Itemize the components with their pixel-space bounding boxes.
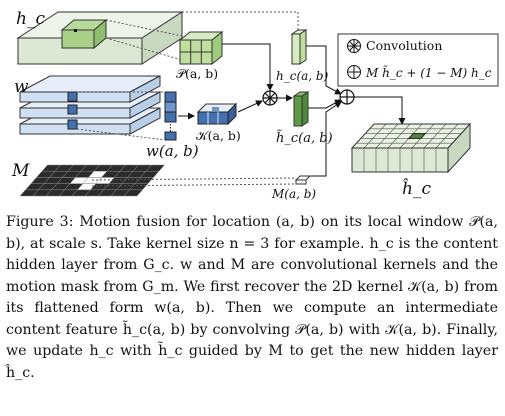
w-projection-lines	[76, 91, 166, 141]
updated-cell	[407, 133, 427, 139]
hc-hat-volume	[350, 122, 472, 174]
output-grid-line	[435, 123, 459, 149]
convolution-operator	[262, 90, 278, 106]
p-ab-label: 𝒫(a, b)	[176, 66, 218, 81]
hc-volume	[16, 11, 184, 65]
k-kernel	[196, 102, 238, 126]
legend-convolution: Convolution	[366, 38, 442, 53]
k-to-conv-arrow	[237, 100, 263, 113]
update-operator	[339, 89, 355, 105]
hc-to-plus-arrow	[306, 45, 342, 95]
output-grid-line	[363, 123, 387, 149]
p-window-tensor	[178, 30, 224, 66]
plus-to-output-arrow	[354, 96, 406, 125]
legend-update: M h̃_c + (1 − M) h_c	[365, 64, 492, 80]
w-ab-label: w(a, b)	[146, 142, 199, 160]
projection-lines	[105, 11, 299, 61]
w-label: w	[14, 77, 29, 97]
w-kernel-stack	[19, 75, 161, 135]
p-to-conv-arrow	[222, 43, 274, 91]
legend	[337, 33, 499, 87]
hc-hat-label: ĥ_c	[402, 178, 431, 199]
m-to-plus-arrow	[310, 101, 342, 177]
output-grid-line	[375, 123, 399, 149]
hc-tilde-to-plus-arrow	[308, 99, 342, 109]
mask-cell	[145, 164, 166, 172]
m-label: M	[11, 161, 30, 181]
hc-tilde-ab-column	[292, 91, 310, 127]
k-ab-label: 𝒦(a, b)	[196, 128, 241, 143]
output-grid-line	[423, 123, 447, 149]
output-grid-line	[387, 123, 411, 149]
hc-tilde-ab-label: h̃_c(a, b)	[276, 129, 333, 146]
hc-ab-column	[290, 29, 308, 65]
figure-label: Figure 3:	[6, 214, 74, 230]
hc-label: h_c	[16, 9, 45, 29]
motion-fusion-diagram: h_c 𝒫(a, b)	[11, 9, 499, 200]
motion-mask-grid	[19, 164, 166, 197]
figure-caption: Figure 3: Motion fusion for location (a,…	[6, 212, 498, 384]
caption-text: Motion fusion for location (a, b) on its…	[6, 214, 498, 381]
m-ab-cell	[294, 175, 312, 185]
hc-ab-label: h_c(a, b)	[276, 69, 329, 83]
w-ab-column	[164, 91, 177, 141]
m-ab-label: M(a, b)	[271, 187, 316, 200]
